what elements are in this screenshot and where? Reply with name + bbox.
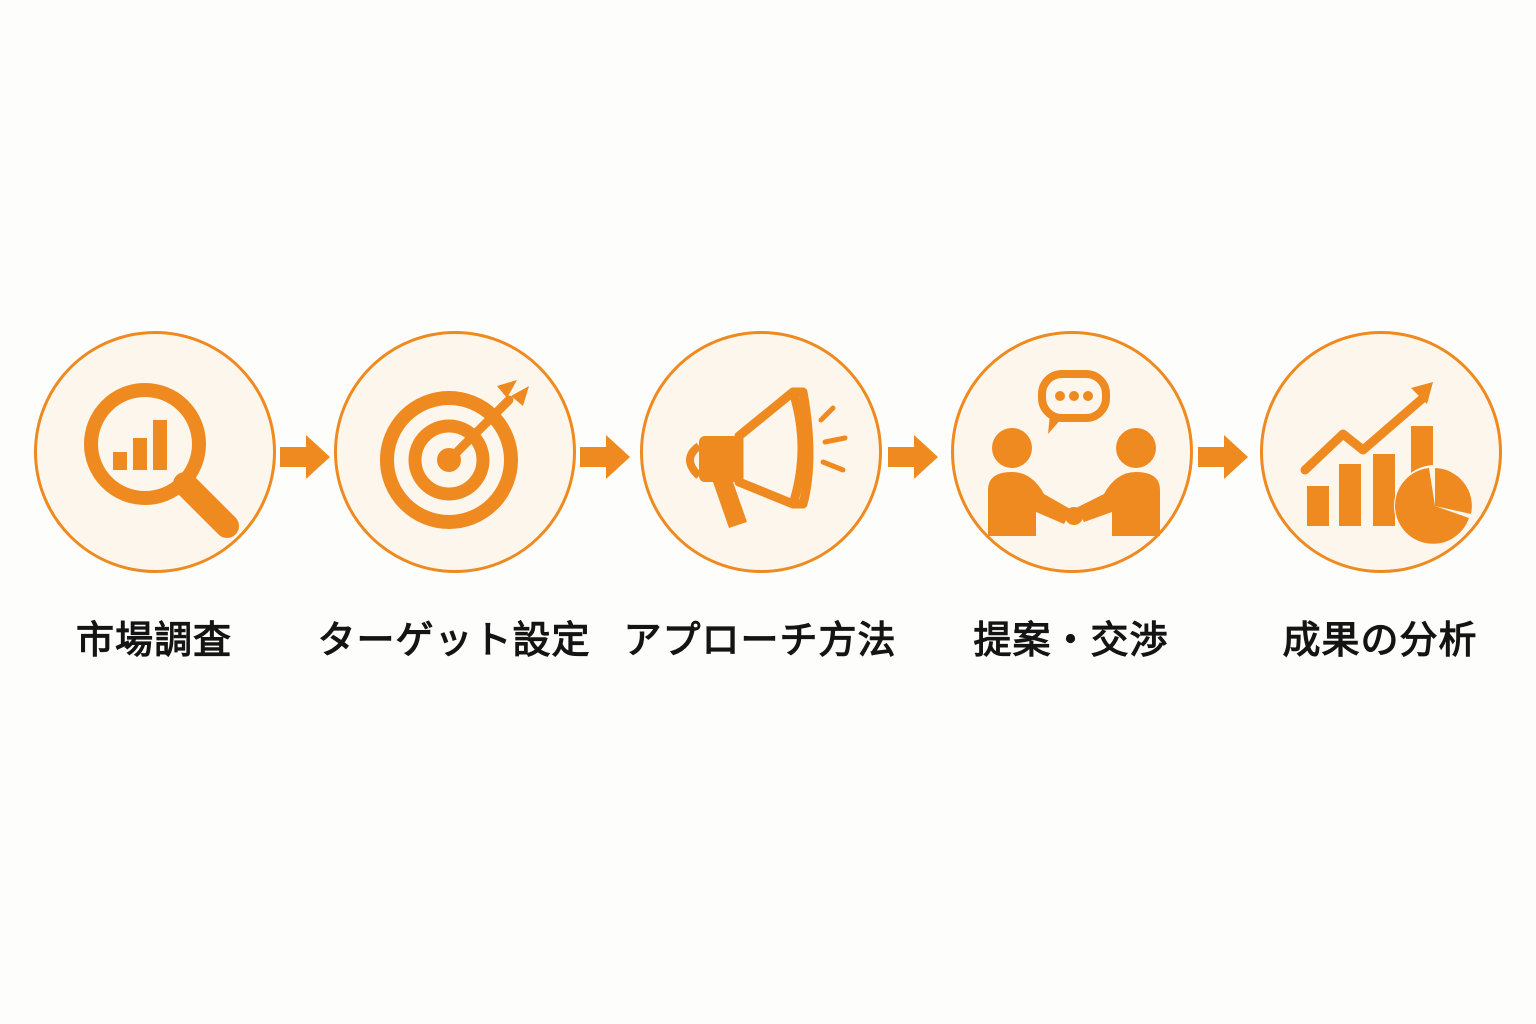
step-approach-method: アプローチ方法 <box>623 331 896 662</box>
step-proposal-negotiation: 提案・交渉 <box>951 331 1193 662</box>
target-arrow-icon <box>380 380 529 529</box>
arrow-right-icon <box>1198 435 1248 479</box>
step-label: 提案・交渉 <box>973 618 1169 662</box>
arrow-right-icon <box>280 435 330 479</box>
step-circle <box>334 331 576 573</box>
handshake-speech-icon <box>988 370 1160 536</box>
step-label: ターゲット設定 <box>317 618 591 662</box>
magnifier-bar-chart-icon <box>84 383 239 538</box>
arrow-right-icon <box>888 435 938 479</box>
step-circle <box>951 331 1193 573</box>
step-market-research: 市場調査 <box>34 331 276 662</box>
step-label: 市場調査 <box>75 618 232 662</box>
arrow-right-icon <box>580 435 630 479</box>
step-target-setting: ターゲット設定 <box>317 331 590 662</box>
step-circle <box>34 331 276 573</box>
step-label: アプローチ方法 <box>623 618 897 662</box>
growth-chart-pie-icon <box>1300 382 1476 547</box>
step-circle <box>640 331 882 573</box>
step-result-analysis: 成果の分析 <box>1260 331 1502 662</box>
step-label: 成果の分析 <box>1282 618 1478 662</box>
megaphone-icon <box>686 387 848 528</box>
step-circle <box>1260 331 1502 573</box>
